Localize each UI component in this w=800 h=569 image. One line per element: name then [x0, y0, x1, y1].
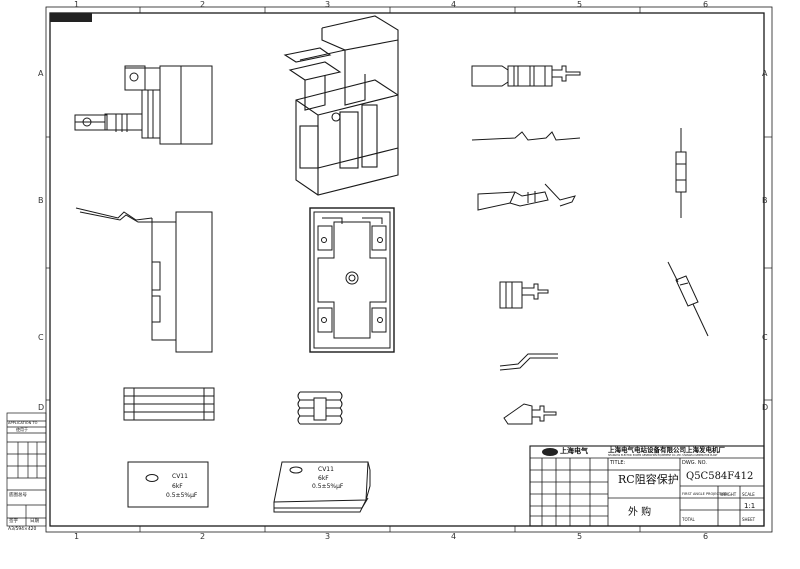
drawing-number: Q5C584F412	[686, 471, 754, 482]
date-label: 日期	[30, 519, 39, 524]
weight-label: WEIGHT	[720, 492, 737, 497]
cap-rating-iso: 0.5±5%μF	[312, 483, 344, 490]
zone-col-5: 5	[577, 0, 583, 9]
record-label: 底图总号	[9, 493, 27, 498]
zone-row-b-right: B	[762, 196, 768, 205]
zone-col-2-bottom: 2	[200, 532, 206, 541]
company-name: 上海电气电站设备有限公司上海发电机厂	[608, 446, 725, 454]
procurement-note: 外 购	[628, 507, 652, 518]
left-approval-strip	[6, 412, 47, 527]
zone-row-a-right: A	[762, 69, 768, 78]
zone-row-d: D	[38, 403, 45, 412]
cap-value: 6kF	[172, 483, 183, 490]
cv-label-iso: CV11	[318, 466, 334, 473]
terminal-block-front-view	[74, 65, 213, 145]
capacitor-housing-isometric	[283, 15, 399, 196]
capacitor-stack-end-view	[297, 391, 343, 425]
zone-row-c: C	[38, 333, 44, 342]
zone-col-4-bottom: 4	[451, 532, 457, 541]
small-terminal-part	[499, 281, 549, 309]
drawing-stamp	[50, 13, 92, 22]
projection-label: FIRST ANGLE PROJECTION	[682, 492, 728, 496]
terminal-lug-bent-view	[477, 183, 576, 211]
zone-col-1: 1	[74, 0, 80, 9]
zone-row-c-right: C	[762, 333, 768, 342]
scale-label: SCALE	[742, 492, 755, 497]
terminal-block-side-view	[75, 207, 213, 353]
title-block	[529, 445, 765, 527]
cap-value-iso: 6kF	[318, 475, 329, 482]
resistor-angled	[667, 261, 709, 337]
zone-col-5-bottom: 5	[577, 532, 583, 541]
cv-label: CV11	[172, 473, 188, 480]
bent-strip-short	[499, 353, 558, 371]
scale-value: 1:1	[744, 502, 756, 510]
total-label: TOTAL	[682, 517, 695, 522]
capacitor-front-view	[127, 461, 209, 508]
capacitor-isometric-view	[273, 461, 371, 513]
zone-col-4: 4	[451, 0, 457, 9]
title-caption: TITLE:	[610, 460, 626, 466]
zone-col-3: 3	[325, 0, 331, 9]
sheet-format: A3/594×420	[8, 527, 37, 532]
zone-col-6-bottom: 6	[703, 532, 709, 541]
capacitor-stack-side-view	[123, 387, 215, 421]
zone-row-d-right: D	[762, 403, 769, 412]
zone-col-3-bottom: 3	[325, 532, 331, 541]
logo-text: 上海电气	[560, 447, 588, 455]
terminal-lug-top-view	[471, 65, 581, 87]
sign-label: 签字	[9, 519, 18, 524]
zone-row-b: B	[38, 196, 44, 205]
zone-col-1-bottom: 1	[74, 532, 80, 541]
zone-col-2: 2	[200, 0, 206, 9]
terminal-tab-small	[503, 403, 557, 425]
resistor-vertical	[675, 128, 687, 218]
drawing-title: RC阻容保护	[618, 473, 679, 486]
zone-col-6: 6	[703, 0, 709, 9]
bent-strip-profile	[471, 131, 581, 141]
company-name-en: SHANGHAI ELECTRIC POWER GENERATION EQUIP…	[608, 454, 718, 457]
application-title-cn: 使用于	[16, 427, 28, 432]
sheet-label: SHEET	[742, 517, 756, 522]
sheet-border	[45, 6, 773, 533]
cap-rating: 0.5±5%μF	[166, 492, 198, 499]
zone-row-a: A	[38, 69, 44, 78]
dwg-caption: DWG. NO.	[682, 460, 707, 466]
capacitor-housing-top-view	[309, 207, 395, 353]
application-title: APPLICATION TO	[8, 421, 38, 425]
